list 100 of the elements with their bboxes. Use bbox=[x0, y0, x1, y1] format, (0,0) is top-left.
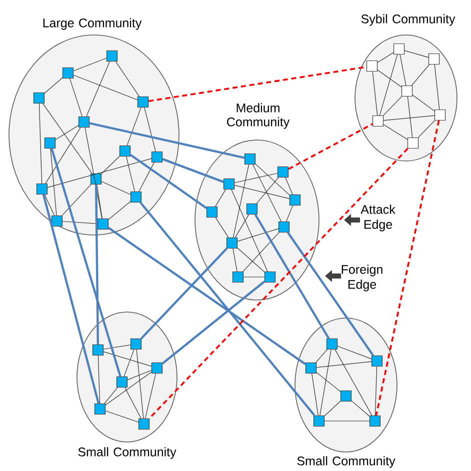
square-node bbox=[371, 355, 383, 367]
square-node bbox=[326, 338, 338, 350]
connection-line bbox=[372, 71, 378, 116]
connection-line bbox=[103, 351, 152, 367]
connection-line bbox=[105, 372, 152, 406]
connection-line bbox=[243, 276, 265, 278]
connection-line bbox=[42, 103, 92, 174]
connection-line bbox=[256, 177, 279, 204]
foreign-edge-line bbox=[140, 248, 228, 340]
square-node bbox=[130, 191, 142, 203]
connection-line bbox=[127, 370, 152, 380]
foreign-edge-line bbox=[94, 184, 100, 344]
connection-line bbox=[126, 107, 142, 146]
connection-line bbox=[337, 346, 372, 360]
connection-line bbox=[374, 366, 378, 416]
square-node bbox=[232, 271, 244, 283]
connection-line bbox=[115, 61, 140, 97]
connection-line bbox=[98, 355, 100, 404]
community-label: Small Community bbox=[297, 456, 396, 468]
connection-line bbox=[334, 349, 372, 416]
square-node bbox=[369, 415, 381, 427]
connection-line bbox=[234, 172, 278, 184]
connection-line bbox=[312, 373, 318, 416]
edge-type-label: Attack Edge bbox=[360, 204, 396, 232]
connection-line bbox=[144, 373, 156, 419]
connection-line bbox=[84, 127, 102, 219]
foreign-edge-line bbox=[286, 232, 374, 356]
connection-line bbox=[411, 64, 430, 86]
connection-line bbox=[101, 156, 120, 174]
connection-line bbox=[38, 103, 42, 184]
square-node bbox=[138, 418, 150, 430]
attack-edge-line bbox=[288, 123, 373, 170]
connection-line bbox=[144, 107, 156, 152]
attack-edge-line bbox=[148, 148, 408, 420]
connection-line bbox=[383, 124, 408, 140]
connection-line bbox=[400, 54, 406, 86]
connection-line bbox=[101, 181, 131, 195]
square-node bbox=[313, 415, 325, 427]
connection-line bbox=[73, 74, 138, 100]
community-label: Large Community bbox=[43, 18, 142, 30]
square-node bbox=[277, 166, 289, 178]
connection-line bbox=[108, 201, 131, 220]
square-node bbox=[92, 344, 104, 356]
foreign-edge-line bbox=[254, 214, 330, 340]
square-node bbox=[393, 43, 405, 55]
square-node bbox=[151, 151, 163, 163]
connection-line bbox=[404, 50, 429, 58]
connection-line bbox=[407, 96, 413, 138]
square-node bbox=[97, 218, 109, 230]
connection-line bbox=[232, 164, 250, 238]
connection-line bbox=[383, 115, 435, 121]
connection-line bbox=[138, 162, 154, 192]
connection-line bbox=[232, 248, 238, 272]
connection-line bbox=[44, 77, 63, 94]
connection-line bbox=[242, 232, 280, 272]
connection-line bbox=[351, 400, 370, 417]
connection-line bbox=[418, 120, 435, 138]
connection-line bbox=[412, 94, 435, 112]
square-node bbox=[305, 362, 317, 374]
connection-line bbox=[50, 148, 57, 216]
square-node bbox=[33, 92, 45, 104]
connection-line bbox=[316, 361, 372, 368]
connection-line bbox=[124, 349, 134, 377]
square-node bbox=[151, 362, 163, 374]
connection-line bbox=[45, 127, 81, 184]
connection-line bbox=[104, 387, 118, 404]
foreign-edge-line bbox=[108, 226, 306, 366]
connection-line bbox=[383, 96, 402, 116]
connection-line bbox=[231, 189, 268, 272]
square-node bbox=[366, 60, 378, 72]
connection-line bbox=[379, 54, 398, 116]
connection-line bbox=[320, 349, 332, 416]
square-node bbox=[116, 376, 128, 388]
connection-line bbox=[377, 52, 394, 63]
connection-line bbox=[434, 64, 440, 110]
connection-line bbox=[252, 164, 282, 222]
square-node bbox=[264, 271, 276, 283]
connection-line bbox=[70, 78, 82, 117]
connection-line bbox=[73, 58, 107, 72]
square-node bbox=[223, 178, 235, 190]
connection-line bbox=[324, 400, 341, 416]
edge-type-label: Foreign Edge bbox=[342, 264, 382, 292]
square-node bbox=[206, 206, 218, 218]
connection-line bbox=[234, 185, 290, 199]
connection-line bbox=[286, 205, 294, 222]
connection-line bbox=[105, 410, 139, 422]
square-node bbox=[289, 194, 301, 206]
connection-line bbox=[44, 194, 55, 216]
connection-line bbox=[62, 221, 98, 224]
square-node bbox=[44, 137, 56, 149]
square-node bbox=[246, 203, 258, 215]
foreign-edge-line bbox=[50, 148, 122, 377]
foreign-edge-line bbox=[42, 194, 100, 404]
attack-edge-line bbox=[375, 120, 440, 416]
connection-line bbox=[377, 70, 402, 88]
connection-line bbox=[103, 344, 131, 350]
square-node bbox=[130, 338, 142, 350]
square-node bbox=[428, 53, 440, 65]
square-node bbox=[119, 145, 131, 157]
square-node bbox=[401, 85, 413, 97]
